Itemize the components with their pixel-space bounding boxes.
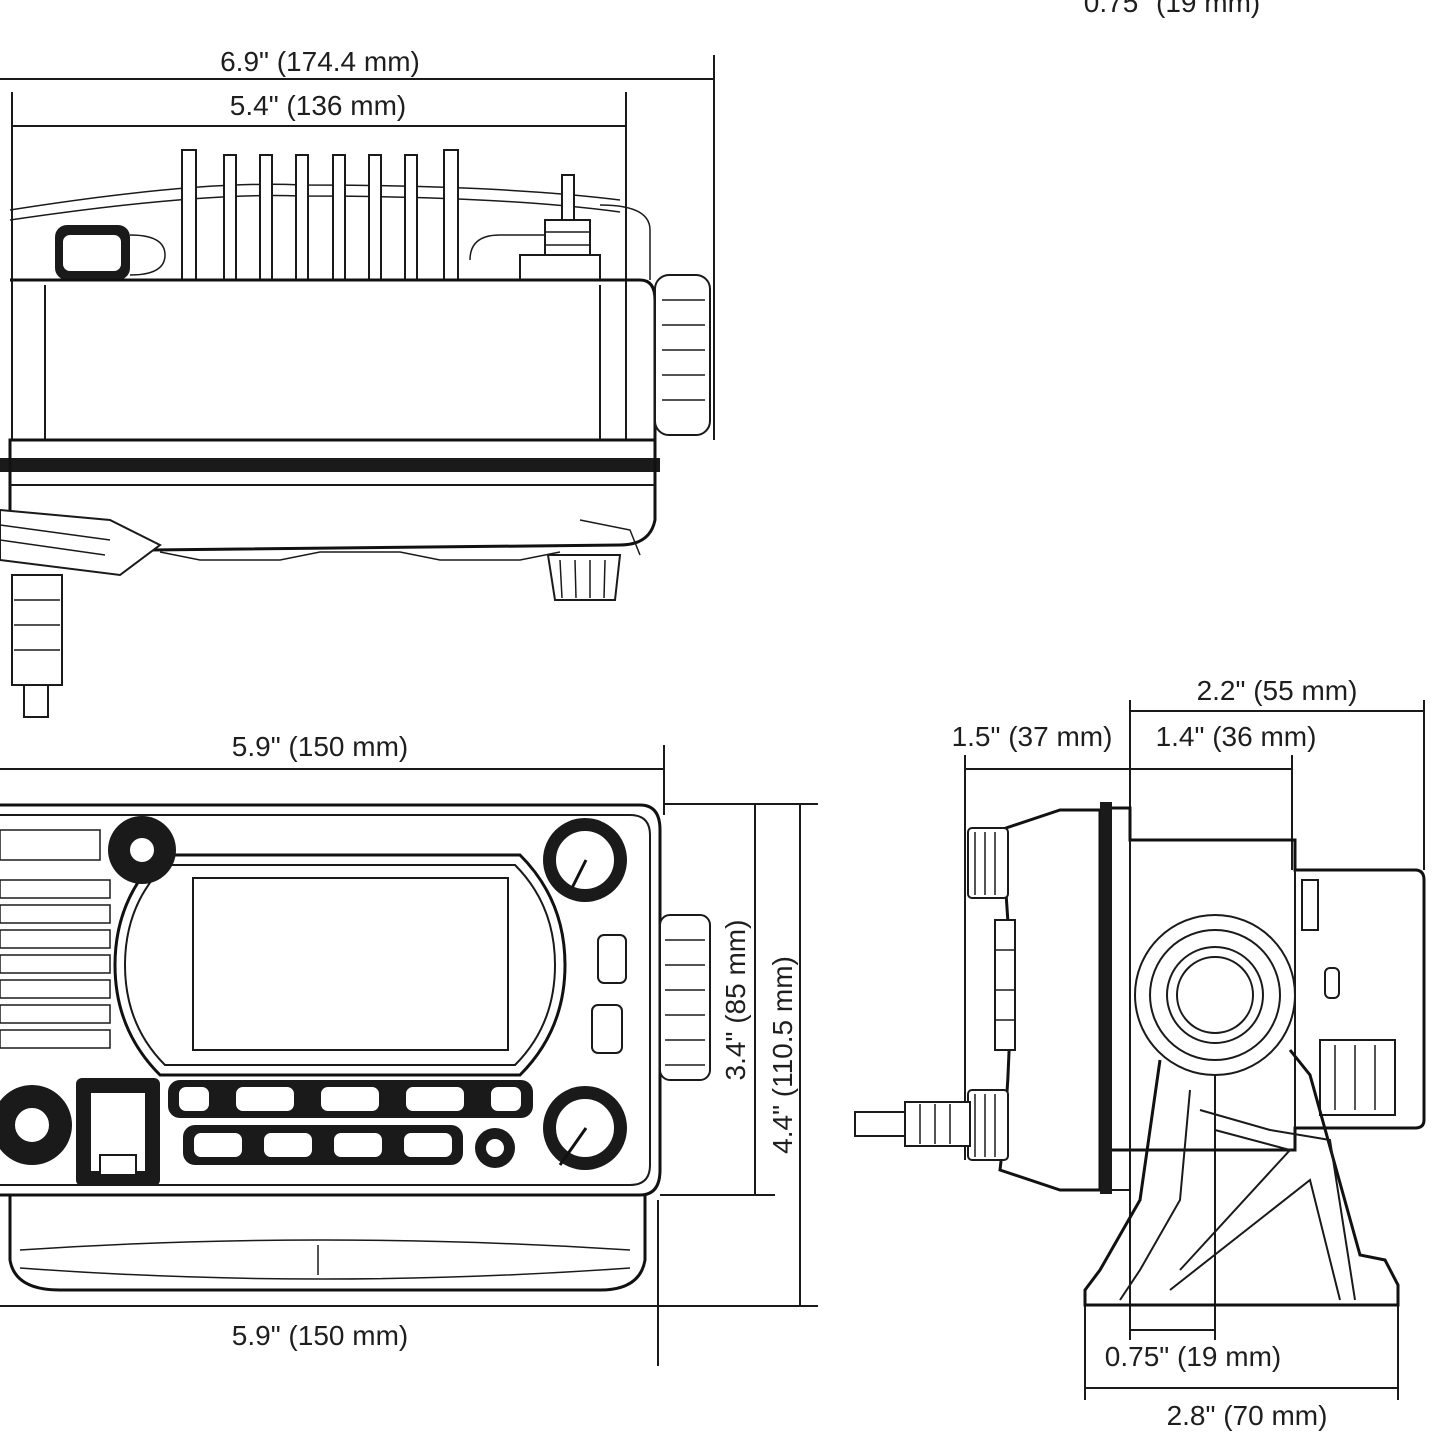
- keypad: [168, 1080, 533, 1168]
- dim-front-top-label: 5.9" (150 mm): [232, 731, 408, 762]
- mounting-bracket: [1083, 1049, 1400, 1307]
- mic-jack: [0, 1078, 160, 1186]
- dim-top-body: 5.4" (136 mm): [11, 90, 627, 440]
- side-knobs: [967, 827, 1016, 1161]
- rear-connector-left: [55, 225, 166, 280]
- dim-top-overall-label: 6.9" (174.4 mm): [220, 46, 420, 77]
- bracket-knob: [1134, 914, 1296, 1076]
- lcd-display: [192, 877, 509, 1051]
- dim-front-bottom: 5.9" (150 mm): [0, 1200, 818, 1366]
- dim-side-total-label: 2.2" (55 mm): [1197, 675, 1358, 706]
- dim-front-panel-height-label: 3.4" (85 mm): [720, 920, 751, 1081]
- dim-side-bracket-offset: 0.75" (19 mm): [1105, 980, 1281, 1372]
- top-view: 6.9" (174.4 mm) 5.4" (136 mm): [0, 46, 715, 718]
- dim-front-top: 5.9" (150 mm): [0, 731, 665, 815]
- dim-side-front-label: 1.5" (37 mm): [952, 721, 1113, 752]
- heat-sink-fins: [9, 149, 621, 281]
- volume-knob-top: [654, 274, 711, 436]
- dim-side-bracket-width-label: 2.8" (70 mm): [1167, 1400, 1328, 1431]
- dim-front-heights: 3.4" (85 mm) 4.4" (110.5 mm): [660, 803, 818, 1306]
- mic-cable: [0, 508, 162, 718]
- front-panel: [0, 803, 662, 1292]
- dim-side-bracket-offset-label: 0.75" (19 mm): [1105, 1341, 1281, 1372]
- side-buttons: [591, 934, 627, 1054]
- dim-side-rear-label: 1.4" (36 mm): [1156, 721, 1317, 752]
- dim-top-body-label: 5.4" (136 mm): [230, 90, 406, 121]
- bottom-knob-top-view: [546, 519, 641, 601]
- dim-top-overall: 6.9" (174.4 mm): [0, 46, 715, 440]
- side-mic-cable: [854, 1101, 971, 1147]
- antenna-connector: [469, 174, 601, 281]
- cropped-top-label: 0.75" (19 mm): [1084, 0, 1260, 18]
- dim-front-total-height-label: 4.4" (110.5 mm): [767, 956, 798, 1154]
- dim-side-bracket-width: 2.8" (70 mm): [1084, 1290, 1399, 1431]
- dim-front-bottom-label: 5.9" (150 mm): [232, 1320, 408, 1351]
- front-view: 5.9" (150 mm) 5.9" (150 mm) 3.4" (85 mm)…: [0, 731, 818, 1366]
- top-left-knob: [108, 816, 176, 884]
- speaker-grill: [0, 829, 111, 1049]
- channel-knob: [543, 818, 627, 902]
- dim-side-rear: 1.4" (36 mm): [1130, 721, 1316, 870]
- volume-knob-front: [659, 914, 711, 1081]
- squelch-knob: [543, 1086, 627, 1170]
- side-view: 2.2" (55 mm) 1.5" (37 mm) 1.4" (36 mm) 0…: [854, 675, 1426, 1431]
- side-rear-connectors: [1301, 879, 1396, 1116]
- dim-side-front: 1.5" (37 mm): [952, 721, 1130, 1160]
